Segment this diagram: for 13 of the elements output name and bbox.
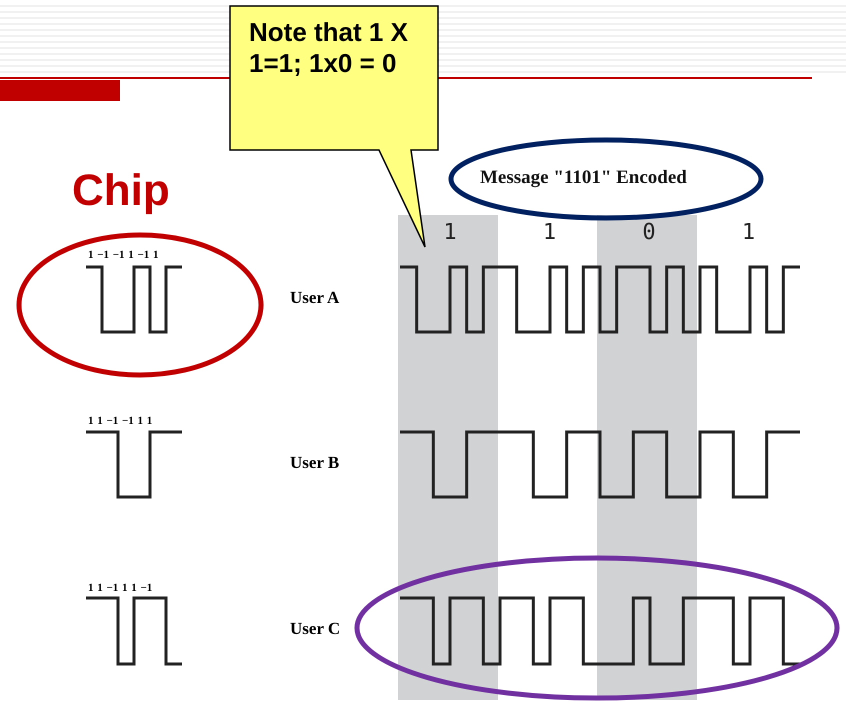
callout-text: Note that 1 X 1=1; 1x0 = 0 [249,17,409,79]
chip-sequence: 1 1 −1 1 1 −1 [88,582,152,594]
user-label: User B [290,452,340,472]
heading: Chip [72,166,170,216]
chip-sequence: 1 1 −1 −1 1 1 [88,415,152,427]
user-label: User C [290,619,340,639]
bit-label: 1 [740,220,756,245]
chip-sequence: 1 −1 −1 1 −1 1 [88,249,159,261]
message-caption: Message "1101" Encoded [480,167,687,189]
user-label: User A [290,288,340,308]
bit-label: 0 [641,220,657,245]
bit-label: 1 [442,220,458,245]
bit-label: 1 [542,220,558,245]
